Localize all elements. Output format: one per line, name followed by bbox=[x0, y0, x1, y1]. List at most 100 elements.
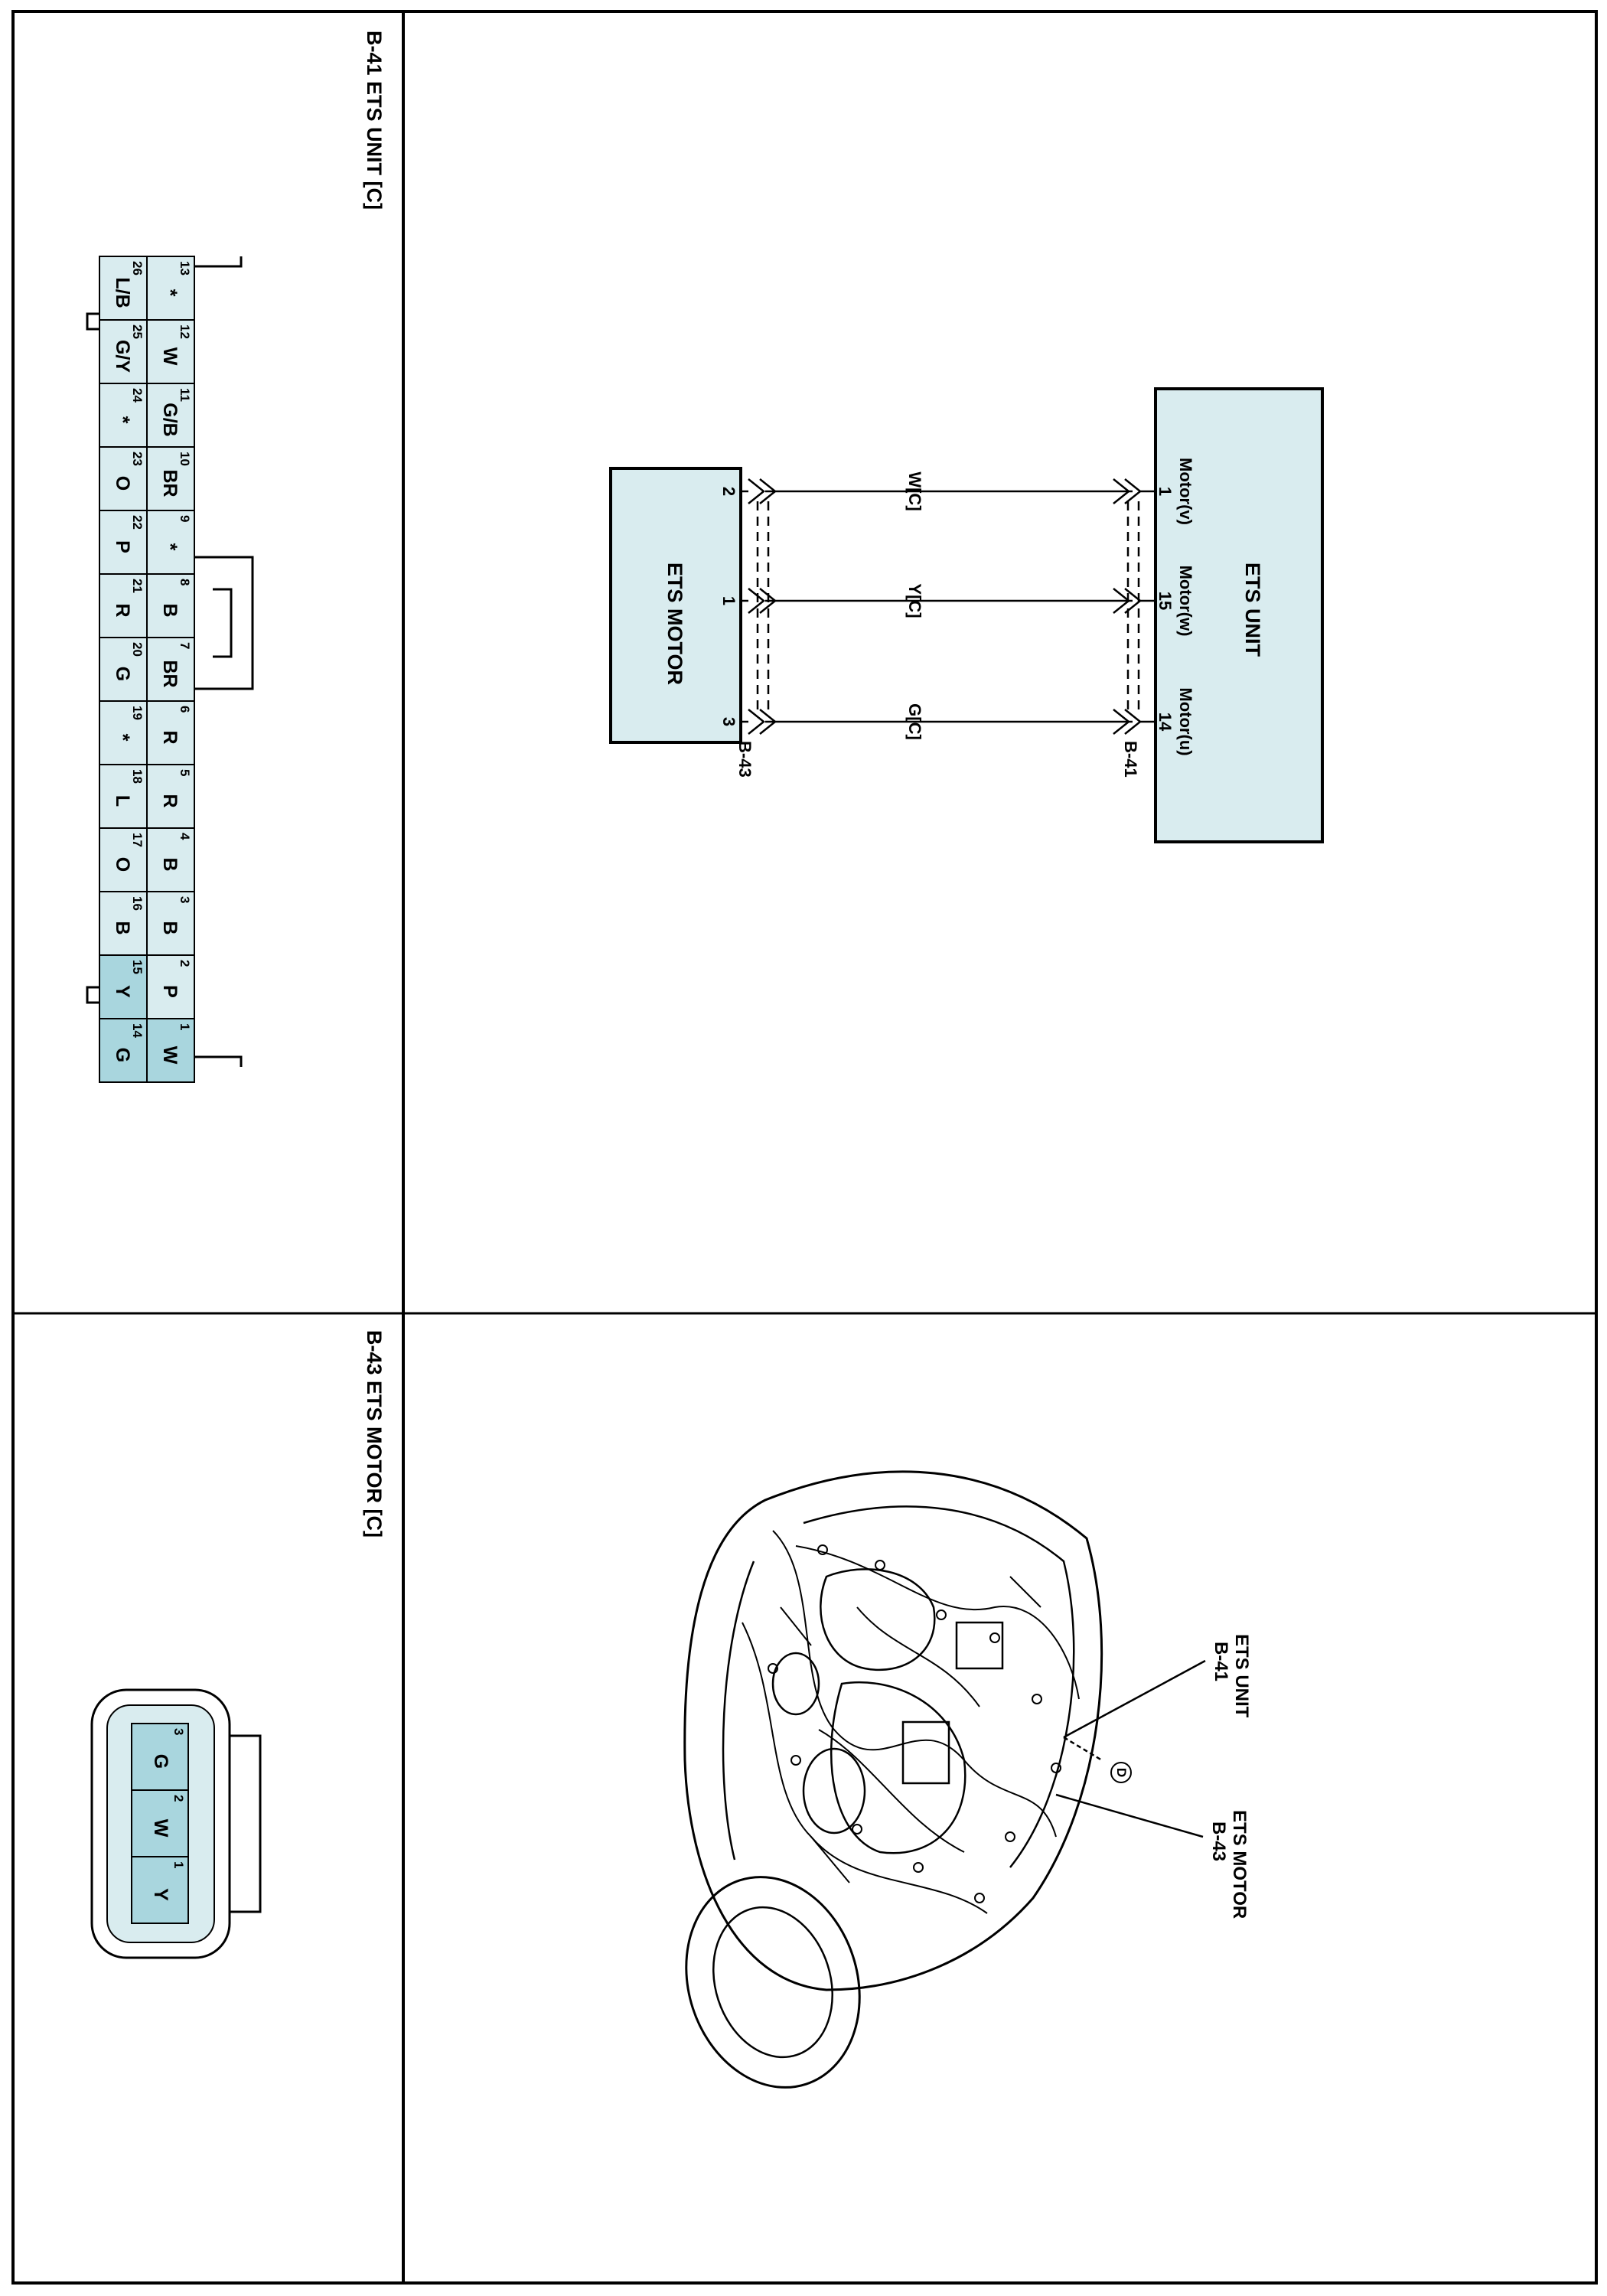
b41-pin-number: 9 bbox=[178, 515, 192, 522]
b43-connector-label: B-43 bbox=[735, 741, 755, 778]
b41-pin-number: 19 bbox=[130, 706, 145, 720]
location-unit-label: ETS UNIT bbox=[1231, 1634, 1252, 1718]
ets-motor-title: ETS MOTOR bbox=[663, 563, 686, 685]
callout-leaders bbox=[1055, 1659, 1206, 1838]
motor-pin-number: 2 bbox=[719, 487, 738, 496]
b41-pin-18: 18L bbox=[99, 764, 148, 829]
b41-pin-17: 17O bbox=[99, 827, 148, 892]
b41-pin-16: 16B bbox=[99, 891, 148, 956]
b41-pin-color: O bbox=[112, 857, 133, 872]
unit-pin-number: 14 bbox=[1156, 713, 1175, 732]
location-motor-label: ETS MOTOR bbox=[1229, 1810, 1250, 1919]
b43-pin-2: 2W bbox=[131, 1789, 189, 1857]
b41-pin-5: 5R bbox=[146, 764, 195, 829]
b43-title: B-43 ETS MOTOR [C] bbox=[363, 1330, 386, 1538]
b43-latch bbox=[230, 1734, 262, 1913]
wire-color-label: G[C] bbox=[905, 703, 924, 740]
b41-pin-number: 18 bbox=[130, 769, 145, 784]
b41-pin-number: 23 bbox=[130, 452, 145, 466]
b41-connector-panel: B-41 ETS UNIT [C] 13*12W11G/B10BR9*8B7BR… bbox=[86, 31, 386, 1083]
b41-pin-22: 22P bbox=[99, 510, 148, 575]
b41-pin-color: G/Y bbox=[112, 340, 133, 373]
b41-pin-color: P bbox=[159, 985, 181, 998]
b41-pin-color: G/B bbox=[159, 403, 181, 436]
b41-pin-2: 2P bbox=[146, 954, 195, 1019]
b41-pin-color: B bbox=[159, 857, 181, 871]
b41-pin-number: 22 bbox=[130, 515, 145, 530]
b41-pin-1: 1W bbox=[146, 1018, 195, 1083]
b41-pin-number: 12 bbox=[178, 325, 192, 339]
b41-pin-color: B bbox=[112, 921, 133, 934]
unit-pin-number: 15 bbox=[1156, 592, 1175, 610]
b41-pin-number: 4 bbox=[178, 833, 192, 840]
b41-pin-number: 15 bbox=[130, 960, 145, 974]
b41-pin-color: * bbox=[159, 289, 181, 297]
b41-pin-14: 14G bbox=[99, 1018, 148, 1083]
b41-pin-6: 6R bbox=[146, 700, 195, 765]
b41-pin-color: O bbox=[112, 476, 133, 491]
b41-pin-color: P bbox=[112, 540, 133, 553]
wire-color-label: W[C] bbox=[905, 471, 924, 510]
b41-pin-13: 13 * bbox=[146, 256, 195, 321]
motor-pin-number: 1 bbox=[719, 596, 738, 605]
b41-pin-color: W bbox=[159, 347, 181, 366]
b41-pin-color: G bbox=[112, 1048, 133, 1062]
unit-pin-function: Motor(w) bbox=[1176, 566, 1195, 637]
b41-pin-number: 16 bbox=[130, 896, 145, 911]
b41-pin-number: 13 bbox=[178, 261, 192, 276]
b41-pin-color: W bbox=[159, 1046, 181, 1065]
location-marker-label: D bbox=[1114, 1768, 1129, 1777]
b41-pin-color: * bbox=[159, 543, 181, 551]
b41-pin-number: 21 bbox=[130, 579, 145, 593]
b41-pin-color: * bbox=[112, 734, 133, 742]
b41-pin-26: 26L/B bbox=[99, 256, 148, 321]
ets-unit-box bbox=[1154, 387, 1324, 843]
b41-pin-number: 2 bbox=[178, 960, 192, 967]
b41-pin-number: 14 bbox=[130, 1023, 145, 1038]
b41-pin-number: 3 bbox=[178, 896, 192, 903]
b43-pin-color: W bbox=[150, 1819, 171, 1838]
b41-pin-color: R bbox=[159, 730, 181, 744]
b43-pin-number: 1 bbox=[171, 1861, 186, 1868]
wire-harness-illustration bbox=[742, 1530, 1080, 1914]
b41-pin-number: 11 bbox=[178, 388, 192, 402]
b41-pin-23: 23O bbox=[99, 446, 148, 511]
wire-color-label: Y[C] bbox=[905, 583, 924, 618]
b41-pin-number: 6 bbox=[178, 706, 192, 713]
b41-pin-number: 8 bbox=[178, 579, 192, 585]
b43-pin-number: 2 bbox=[171, 1795, 186, 1802]
b41-pin-number: 17 bbox=[130, 833, 145, 847]
b41-pin-number: 7 bbox=[178, 642, 192, 649]
b41-pin-color: R bbox=[159, 794, 181, 807]
b41-pin-color: BR bbox=[159, 469, 181, 497]
b41-pin-number: 5 bbox=[178, 769, 192, 776]
vehicle-engine-bay-illustration bbox=[683, 1470, 1103, 2089]
location-motor-code: B-43 bbox=[1208, 1821, 1229, 1861]
b41-pin-25: 25G/Y bbox=[99, 319, 148, 384]
location-panel: ETS UNIT B-41 ETS MOTOR B-43 D bbox=[683, 1470, 1252, 2089]
b41-pin-3: 3B bbox=[146, 891, 195, 956]
b41-pin-4: 4B bbox=[146, 827, 195, 892]
b41-pin-24: 24* bbox=[99, 383, 148, 448]
b43-pin-color: G bbox=[150, 1754, 171, 1769]
motor-pin-number: 3 bbox=[719, 717, 738, 726]
b41-pin-number: 26 bbox=[130, 261, 145, 276]
b41-connector-label: B-41 bbox=[1121, 741, 1140, 778]
b41-pin-number: 24 bbox=[130, 388, 145, 403]
page-frame bbox=[11, 10, 1598, 2285]
unit-pin-number: 1 bbox=[1156, 487, 1175, 496]
b41-pin-color: BR bbox=[159, 660, 181, 687]
b41-connector-face: 13*12W11G/B10BR9*8B7BR6R5R4B3B2P1W26L/B2… bbox=[86, 256, 254, 1083]
b43-pin-3: 3G bbox=[131, 1723, 189, 1791]
b41-pin-number: 10 bbox=[178, 452, 192, 466]
b41-pin-11: 11G/B bbox=[146, 383, 195, 448]
b41-pin-9: 9* bbox=[146, 510, 195, 575]
b41-pin-15: 15Y bbox=[99, 954, 148, 1019]
b41-pin-12: 12W bbox=[146, 319, 195, 384]
